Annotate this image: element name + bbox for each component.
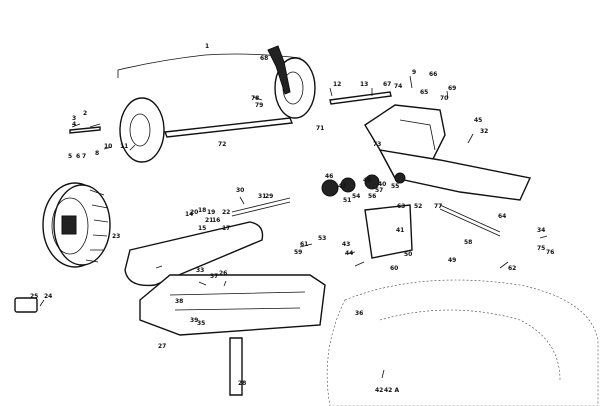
gearbox-bracket [364,204,413,259]
callout-66: 66 [429,71,437,78]
callout-73: 73 [373,141,381,148]
callout-62: 62 [508,265,516,272]
callout-17: 17 [222,225,230,232]
callout-8: 8 [95,150,99,157]
callout-60: 60 [390,265,398,272]
leader-lines [39,75,548,379]
adjust-lever [267,45,291,95]
wheel-cover [119,97,165,163]
callout-72: 72 [218,141,226,148]
callout-44: 44 [345,250,353,257]
callout-57: 57 [375,187,383,194]
callout-46: 46 [325,173,333,180]
callout-70: 70 [440,95,448,102]
callout-9: 9 [412,69,416,76]
callout-51: 51 [343,197,351,204]
callout-22: 22 [222,209,230,216]
callout-77: 77 [434,203,442,210]
callout-78: 78 [251,95,259,102]
callout-43: 43 [342,241,350,248]
front-axle [329,91,392,105]
callout-39: 39 [190,317,198,324]
callout-32: 32 [480,128,488,135]
callout-21: 21 [205,217,213,224]
callout-18: 18 [198,207,206,214]
callout-5: 5 [68,153,72,160]
bolt-rod [69,126,101,134]
callout-42-a: 42 A [384,387,399,394]
callout-55: 55 [391,183,399,190]
callout-13: 13 [360,81,368,88]
rear-wheel [42,182,111,268]
callout-15: 15 [198,225,206,232]
callout-11: 11 [120,143,128,150]
callout-49: 49 [448,257,456,264]
chassis-frame [139,274,326,396]
callout-33: 33 [196,267,204,274]
callout-35: 35 [197,320,205,327]
callout-71: 71 [316,125,324,132]
callout-2: 2 [83,110,87,117]
callout-19: 19 [207,209,215,216]
callout-26: 26 [219,270,227,277]
callout-25: 25 [30,293,38,300]
sprocket-gears [321,172,406,197]
gear-housing [364,104,532,201]
callout-16: 16 [212,217,220,224]
callout-36: 36 [355,310,363,317]
callout-68: 68 [260,55,268,62]
deck-inner-outline [379,309,561,381]
callout-24: 24 [44,293,52,300]
callout-67: 67 [383,81,391,88]
callout-29: 29 [265,193,273,200]
callout-41: 41 [396,227,404,234]
callout-1: 1 [205,43,209,50]
callout-34: 34 [537,227,545,234]
callout-7: 7 [82,153,86,160]
callout-31: 31 [258,193,266,200]
callout-64: 64 [498,213,506,220]
callout-56: 56 [368,193,376,200]
callout-28: 28 [238,380,246,387]
callout-79: 79 [255,102,263,109]
callout-6: 6 [76,153,80,160]
catcher-handle [14,297,38,313]
callout-75: 75 [537,245,545,252]
mower-deck-outline [326,279,599,406]
callout-4: 4 [72,121,76,128]
callout-76: 76 [546,249,554,256]
callout-52: 52 [414,203,422,210]
callout-65: 65 [420,89,428,96]
rear-axle [164,117,293,138]
belt-cover [124,221,264,287]
callout-20: 20 [190,209,198,216]
callout-59: 59 [294,249,302,256]
callout-12: 12 [333,81,341,88]
callout-14: 14 [185,211,193,218]
callout-10: 10 [104,143,112,150]
callout-74: 74 [394,83,402,90]
callout-38: 38 [175,298,183,305]
callout-40: 40 [378,181,386,188]
callout-61: 61 [300,241,308,248]
callout-63: 63 [397,203,405,210]
callout-3: 3 [72,115,76,122]
drive-chain [231,197,501,237]
callout-37: 37 [210,273,218,280]
callout-69: 69 [448,85,456,92]
callout-42: 42 [375,387,383,394]
callout-58: 58 [464,239,472,246]
callout-48: 48 [363,177,371,184]
callout-47: 47 [338,183,346,190]
callout-45: 45 [474,117,482,124]
callout-53: 53 [318,235,326,242]
callout-27: 27 [158,343,166,350]
callout-50: 50 [404,251,412,258]
callout-30: 30 [236,187,244,194]
callout-23: 23 [112,233,120,240]
callout-54: 54 [352,193,360,200]
